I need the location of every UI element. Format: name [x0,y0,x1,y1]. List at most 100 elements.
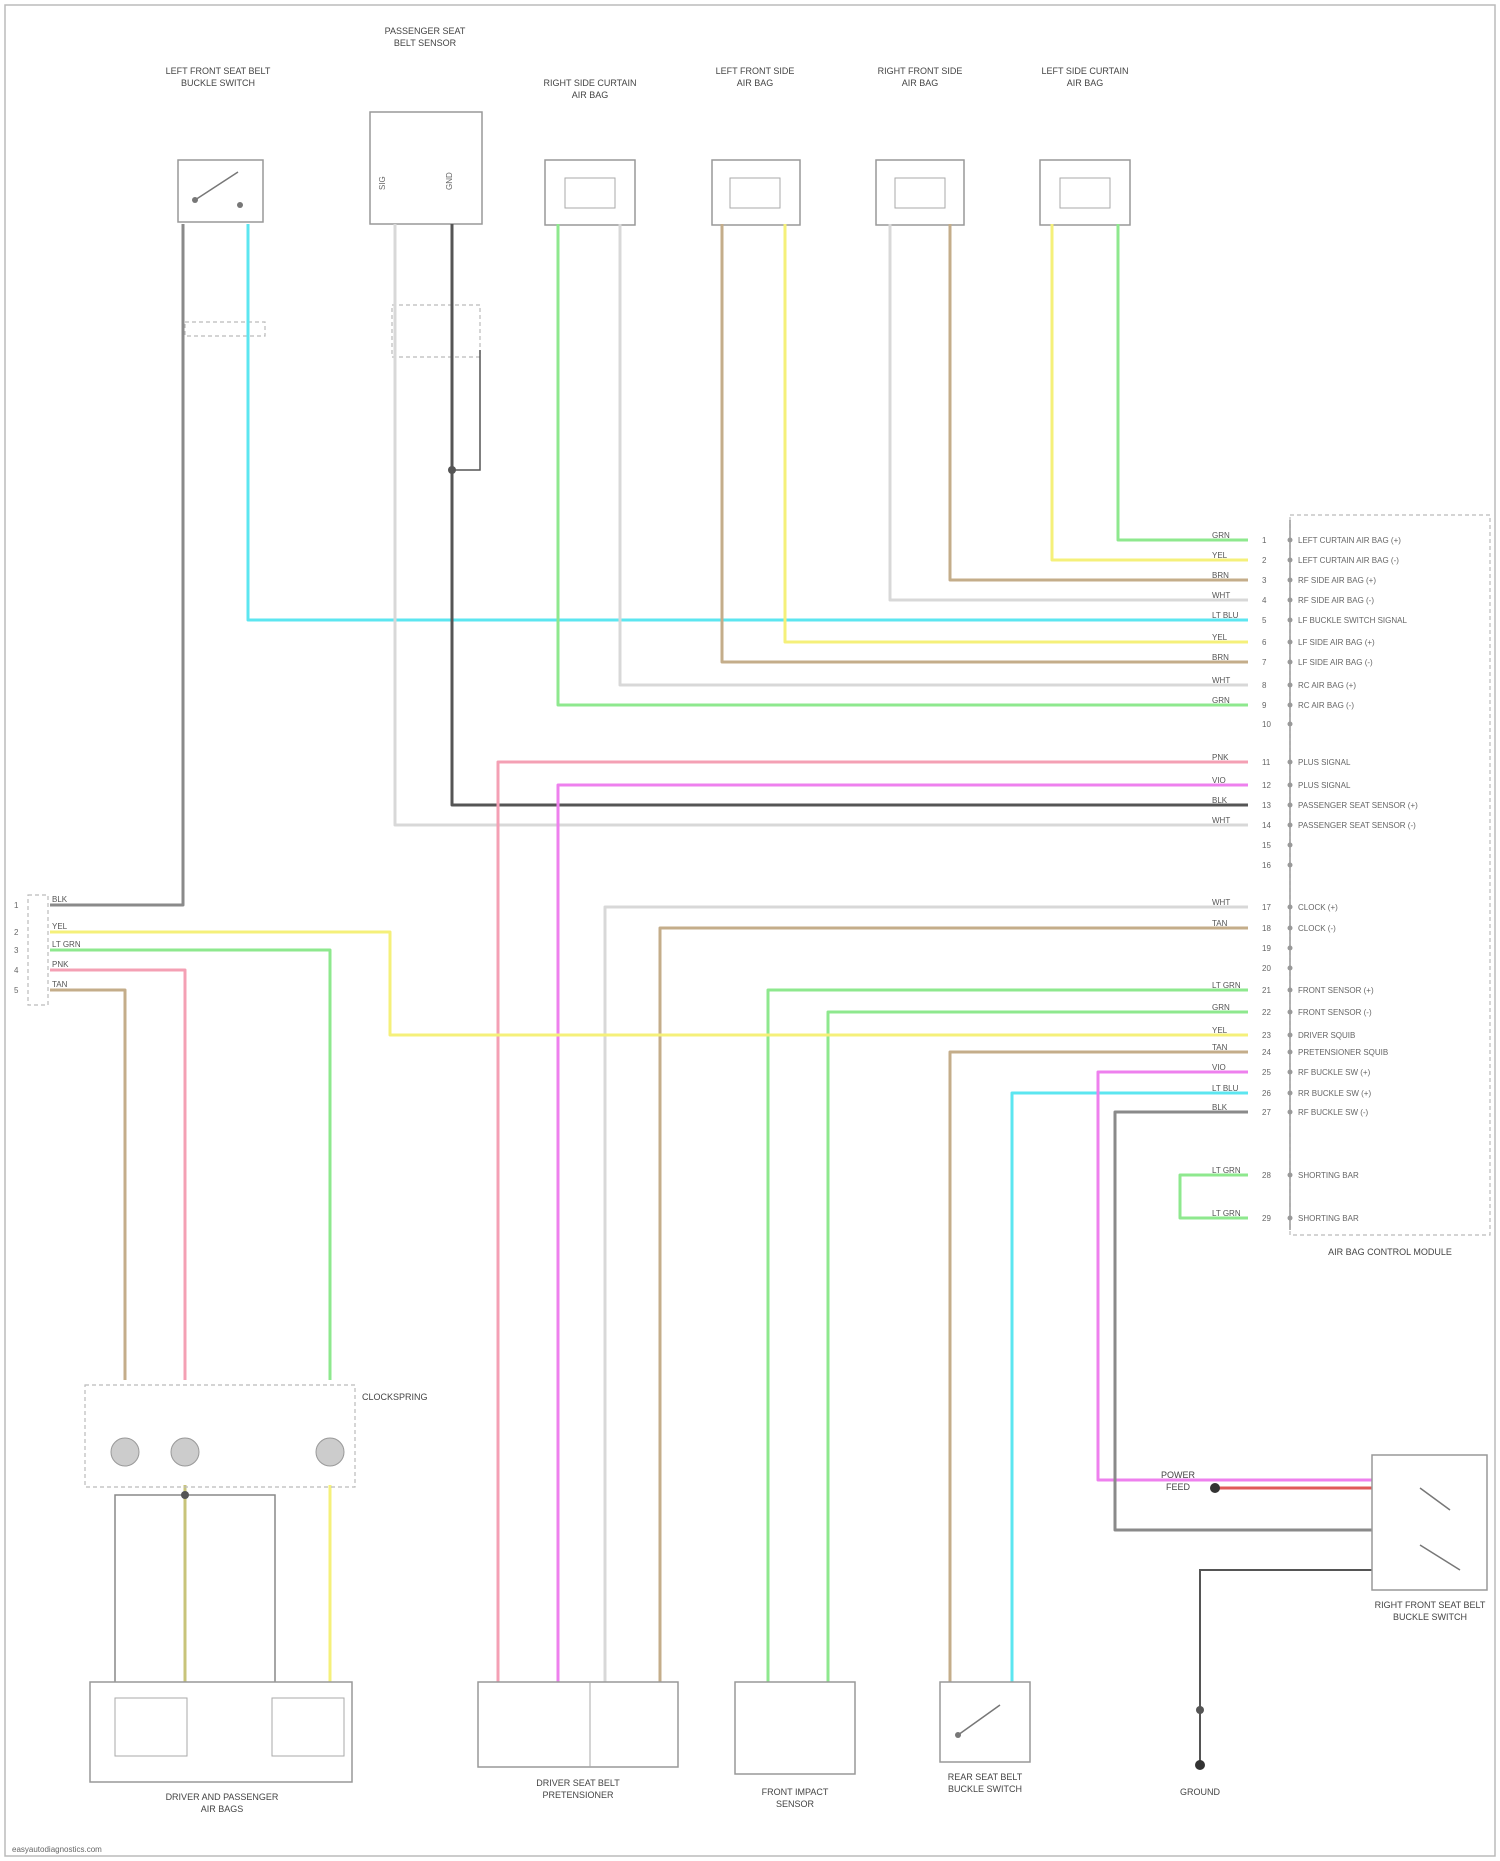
module-pin-name: SHORTING BAR [1298,1214,1359,1223]
module-pin-number: 21 [1262,986,1271,995]
module-pin-number: 8 [1262,681,1267,690]
module-pin-number: 20 [1262,964,1271,973]
module-pin-terminal [1288,722,1293,727]
module-pin-terminal [1288,683,1293,688]
module-pin-terminal [1288,946,1293,951]
module-pin-number: 3 [1262,576,1267,585]
wire-green-clockspring [50,950,330,1380]
module-pin-terminal [1288,703,1293,708]
module-pin-name: PASSENGER SEAT SENSOR (+) [1298,801,1418,810]
module-pin-name: CLOCK (-) [1298,924,1336,933]
component-label-line: AIR BAG [572,90,609,100]
component-front-impact-sensor: FRONT IMPACT SENSOR [735,1682,855,1809]
module-pin-name: LF SIDE AIR BAG (+) [1298,638,1375,647]
module-pin-number: 10 [1262,720,1271,729]
module-pin-wire-color: WHT [1212,591,1230,600]
module-pin-terminal [1288,618,1293,623]
component-label-line: AIR BAG [1067,78,1104,88]
component-label-line: AIR BAG [902,78,939,88]
footer-text: easyautodiagnostics.com [12,1845,102,1854]
component-box [876,160,964,225]
module-pin-name: RF BUCKLE SW (+) [1298,1068,1371,1077]
module-pin-name: CLOCK (+) [1298,903,1338,912]
connector-pin-number: 5 [14,986,19,995]
wire-tan-lf-minus [722,224,1248,662]
module-pin-name: FRONT SENSOR (-) [1298,1008,1372,1017]
module-pin-number: 25 [1262,1068,1271,1077]
connector-pin-number: 3 [14,946,19,955]
module-pin-name: PLUS SIGNAL [1298,781,1351,790]
module-pin-name: LF BUCKLE SWITCH SIGNAL [1298,616,1407,625]
wire-airbag-return [115,1495,275,1690]
component-label-line: POWER [1161,1470,1196,1480]
component-left-side-curtain-airbag: LEFT SIDE CURTAIN AIR BAG [1040,66,1130,225]
component-clockspring: CLOCKSPRING [85,1385,428,1487]
module-pin-terminal [1288,905,1293,910]
ground-terminal [1195,1760,1205,1770]
component-box [735,1682,855,1774]
clockspring-coil [316,1438,344,1466]
wire-green-lc-plus [1118,224,1248,540]
connector-pin-number: 4 [14,966,19,975]
module-pin-number: 12 [1262,781,1271,790]
module-pin-wire-color: BLK [1212,796,1228,805]
module-pin-number: 24 [1262,1048,1271,1057]
module-pin-number: 9 [1262,701,1267,710]
component-box [1040,160,1130,225]
module-pin-terminal [1288,863,1293,868]
component-label-line: AIR BAG [737,78,774,88]
module-pin-terminal [1288,598,1293,603]
wire-tan-rf-plus [950,224,1248,580]
wire-dark-sensor-plus [452,224,1248,805]
component-box [545,160,635,225]
module-pin-wire-color: WHT [1212,676,1230,685]
component-label-line: BUCKLE SWITCH [1393,1612,1467,1622]
module-pin-terminal [1288,1216,1293,1221]
module-pin-number: 6 [1262,638,1267,647]
wire-light-sensor-minus [395,224,1248,825]
connector-pin-wire-color: YEL [52,922,68,931]
component-label-line: FEED [1166,1482,1191,1492]
component-box [370,112,482,224]
splice-dot [1196,1706,1204,1714]
module-pin-number: 27 [1262,1108,1271,1117]
component-box [178,160,263,222]
component-label-line: SENSOR [776,1799,815,1809]
module-pin-terminal [1288,1033,1293,1038]
component-label-line: REAR SEAT BELT [948,1772,1023,1782]
component-left-front-side-airbag: LEFT FRONT SIDE AIR BAG [712,66,800,225]
module-pin-number: 5 [1262,616,1267,625]
module-pin-name: RF SIDE AIR BAG (-) [1298,596,1374,605]
sensor-pin-text: SIG [378,176,387,190]
switch-terminal [237,202,243,208]
module-pin-wire-color: TAN [1212,919,1228,928]
component-label-line: PRETENSIONER [542,1790,614,1800]
module-pin-number: 17 [1262,903,1271,912]
wire-light-rc-plus [620,224,1248,685]
module-pin-terminal [1288,823,1293,828]
module-pin-terminal [1288,640,1293,645]
module-pin-wire-color: LT BLU [1212,1084,1239,1093]
module-pin-wire-color: GRN [1212,696,1230,705]
clockspring-coil [111,1438,139,1466]
module-pin-name: PRETENSIONER SQUIB [1298,1048,1388,1057]
module-pin-terminal [1288,926,1293,931]
component-label-line: FRONT IMPACT [762,1787,829,1797]
wire-pink-clockspring [50,970,185,1380]
switch-pivot [192,197,198,203]
module-pin-wire-color: LT GRN [1212,981,1241,990]
module-pin-terminal [1288,538,1293,543]
module-pin-name: RR BUCKLE SW (+) [1298,1089,1371,1098]
wire-cyan-rear-buckle [1012,1093,1248,1690]
module-pin-name: RC AIR BAG (-) [1298,701,1354,710]
connector-outline [28,895,48,1005]
component-label-line: LEFT FRONT SEAT BELT [166,66,271,76]
module-pin-wire-color: BRN [1212,653,1229,662]
module-pin-wire-color: TAN [1212,1043,1228,1052]
module-pin-name: SHORTING BAR [1298,1171,1359,1180]
component-label-line: BUCKLE SWITCH [948,1784,1022,1794]
module-pin-terminal [1288,1110,1293,1115]
component-label-line: GROUND [1180,1787,1220,1797]
component-right-side-curtain-airbag: RIGHT SIDE CURTAIN AIR BAG [543,78,636,225]
